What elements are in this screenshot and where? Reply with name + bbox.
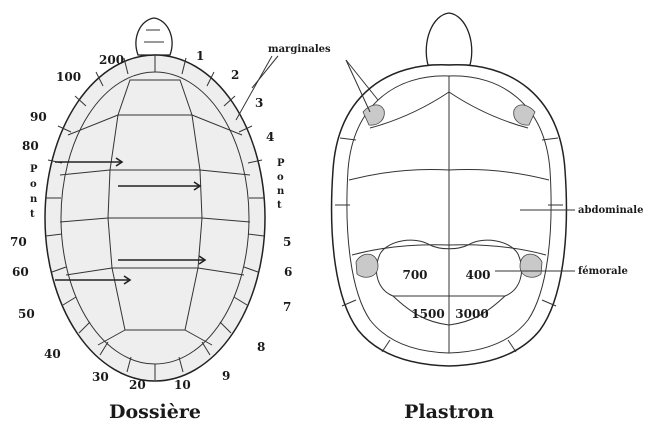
dossiere-number: 2 xyxy=(231,68,239,82)
dossiere-number: 20 xyxy=(129,378,146,392)
dossiere-number: 1 xyxy=(196,49,204,63)
dossiere-number: 7 xyxy=(283,300,291,314)
femorale-label: fémorale xyxy=(578,266,628,277)
plastron-number: 3000 xyxy=(455,307,488,321)
dossiere-number: 10 xyxy=(174,378,191,392)
abdominale-label: abdominale xyxy=(578,205,643,216)
plastron-head xyxy=(426,13,472,65)
inguinal-scute-right xyxy=(520,254,542,277)
dossiere-number: 90 xyxy=(30,110,47,124)
dossiere-number: 60 xyxy=(12,265,29,279)
dossiere-number: 8 xyxy=(257,340,265,354)
plastron-number: 400 xyxy=(465,268,490,282)
plastron-number: 700 xyxy=(402,268,427,282)
marginales-label: marginales xyxy=(268,44,331,55)
dossiere-number: 9 xyxy=(222,369,230,383)
dossiere-head xyxy=(136,18,172,55)
dossiere-number: 30 xyxy=(92,370,109,384)
plastron-caption: Plastron xyxy=(404,401,494,423)
inguinal-scute-left xyxy=(356,254,378,277)
dossiere-number: 4 xyxy=(266,130,274,144)
dossiere-number: 6 xyxy=(284,265,292,279)
dossiere-number: 70 xyxy=(10,235,27,249)
dossiere-number: 100 xyxy=(56,70,81,84)
dossiere-caption: Dossière xyxy=(109,401,201,423)
plastron-drawing xyxy=(332,13,567,366)
plastron-number: 1500 xyxy=(411,307,444,321)
dossiere-number: 5 xyxy=(283,235,291,249)
dossiere-number: 200 xyxy=(99,53,124,67)
dossiere-number: 80 xyxy=(22,139,39,153)
dossiere-number: 50 xyxy=(18,307,35,321)
dossiere-number: 40 xyxy=(44,347,61,361)
dossiere-number: 3 xyxy=(255,96,263,110)
